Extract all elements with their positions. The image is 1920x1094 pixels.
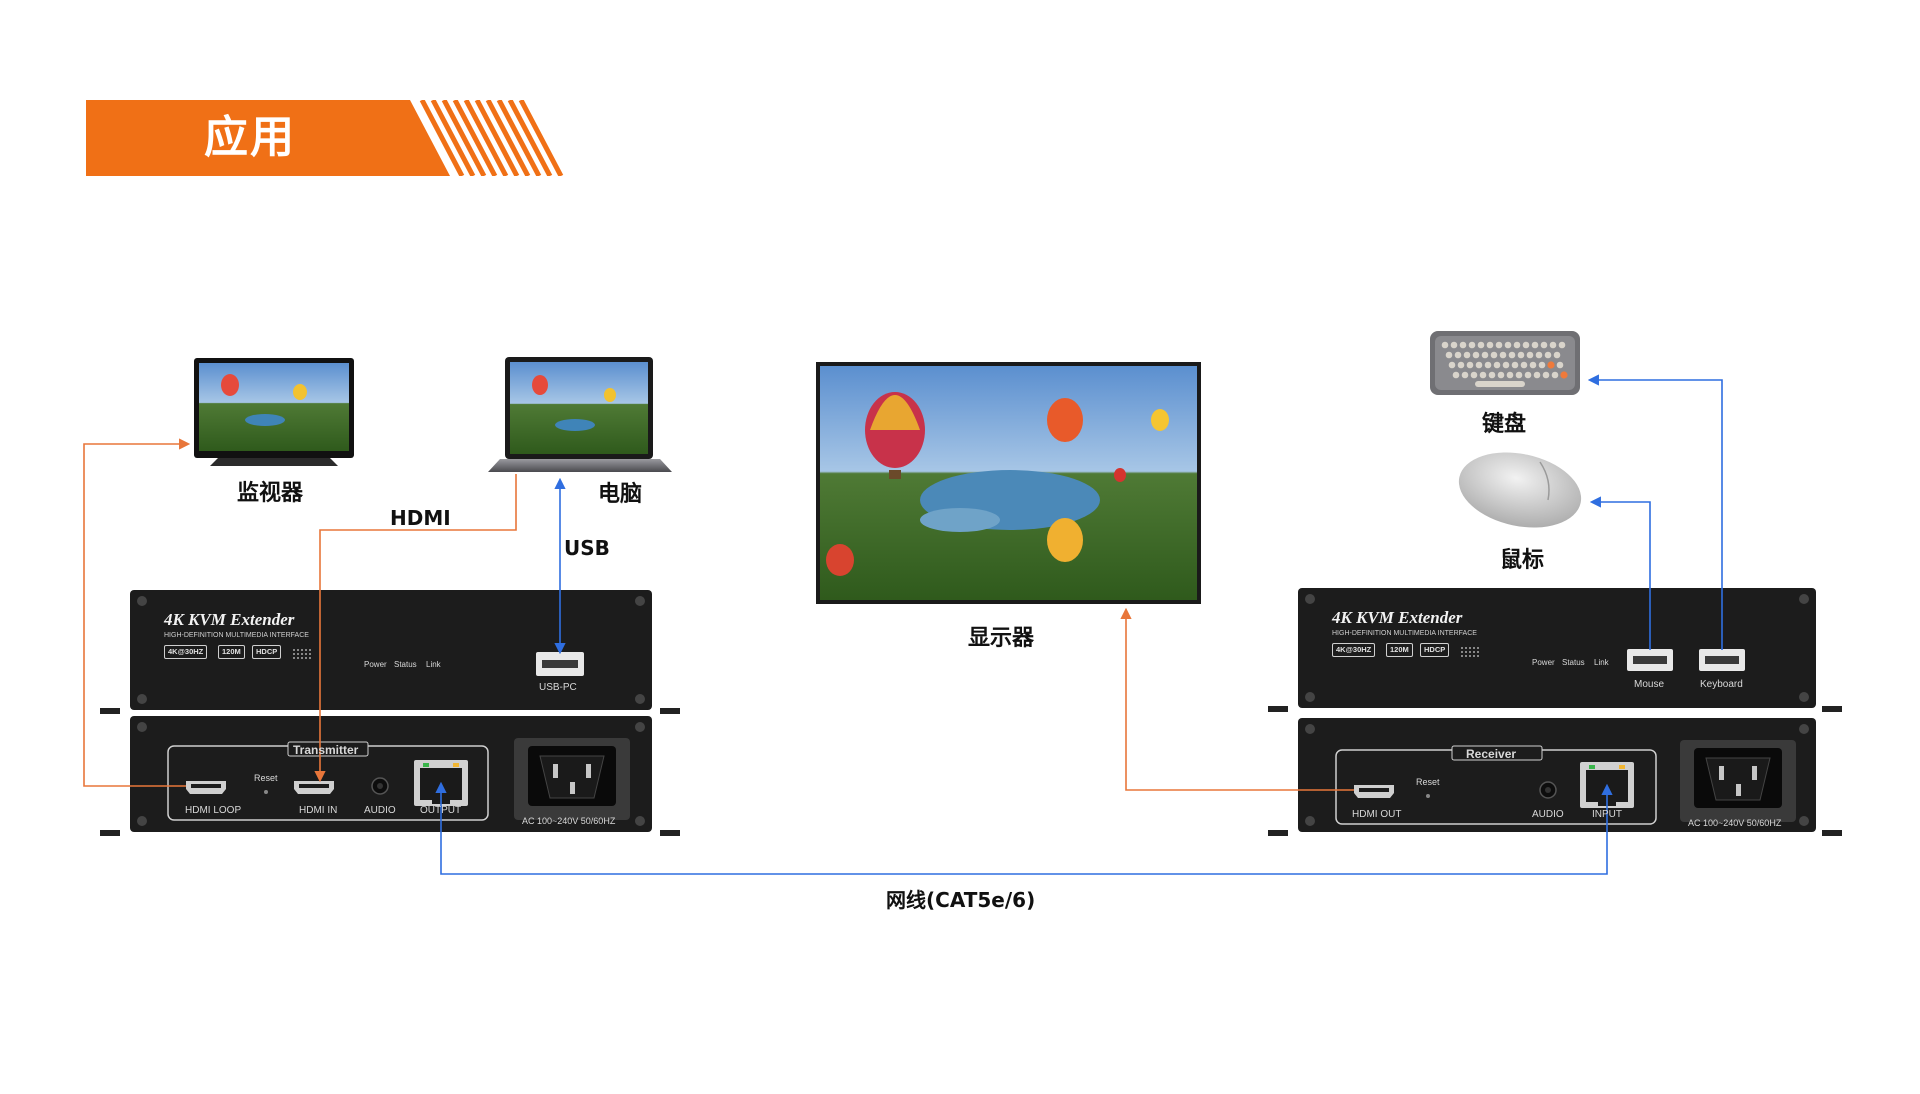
transmitter-subtitle: HIGH-DEFINITION MULTIMEDIA INTERFACE [164, 632, 309, 639]
receiver-mouse-port-label: Mouse [1634, 679, 1665, 690]
monitor-device [194, 358, 354, 466]
page-title: 应用 [204, 112, 296, 163]
transmitter-chip-resolution: 4K@30HZ [164, 645, 208, 659]
receiver-front-panel [1268, 588, 1842, 712]
network-cable-label: 网线(CAT5e/6) [886, 888, 1036, 912]
transmitter-indicator-link: Link [426, 660, 441, 669]
transmitter-audio-label: AUDIO [364, 805, 396, 816]
receiver-chip-distance: 120M [1386, 643, 1413, 657]
usb-label: USB [564, 536, 610, 560]
transmitter-chip-hdcp: HDCP [252, 645, 282, 659]
transmitter-brand: 4K KVM Extender [164, 610, 295, 629]
receiver-hdmi-out-label: HDMI OUT [1352, 809, 1402, 820]
receiver-chip-hdcp: HDCP [1420, 643, 1450, 657]
section-banner: 应用 [86, 100, 566, 176]
hdmi-out-line [1120, 607, 1354, 791]
transmitter-front-panel [100, 590, 680, 714]
receiver-indicator-power: Power [1532, 658, 1555, 667]
display-label: 显示器 [968, 626, 1035, 651]
receiver-chip-resolution: 4K@30HZ [1332, 643, 1376, 657]
laptop-device [488, 357, 672, 472]
transmitter-power-label: AC 100~240V 50/60HZ [522, 816, 616, 826]
receiver-audio-label: AUDIO [1532, 809, 1564, 820]
keyboard-device [1430, 331, 1580, 395]
banner-shape [86, 100, 564, 176]
mouse-usb-line [1589, 496, 1651, 650]
transmitter-hdmi-in-label: HDMI IN [299, 805, 338, 816]
mouse-label: 鼠标 [1500, 548, 1545, 573]
network-cable-line [435, 781, 1613, 875]
receiver-power-label: AC 100~240V 50/60HZ [1688, 818, 1782, 828]
hdmi-label: HDMI [390, 506, 451, 530]
transmitter-reset-label: Reset [254, 773, 278, 783]
receiver-indicator-status: Status [1562, 658, 1585, 667]
receiver-brand: 4K KVM Extender [1332, 608, 1463, 627]
hdmi-in-line [314, 474, 517, 783]
receiver-input-label: INPUT [1592, 809, 1622, 820]
transmitter-panel-title: Transmitter [293, 743, 359, 757]
monitor-label: 监视器 [237, 481, 304, 506]
transmitter-output-label: OUTPUT [420, 805, 462, 816]
receiver-keyboard-port-label: Keyboard [1700, 679, 1743, 690]
transmitter-indicator-status: Status [394, 660, 417, 669]
keyboard-usb-line [1587, 374, 1723, 650]
hdmi-loop-line [83, 438, 191, 787]
display-device [816, 362, 1201, 604]
computer-label: 电脑 [598, 482, 643, 507]
receiver-back-panel [1268, 718, 1842, 836]
receiver-panel-title: Receiver [1466, 747, 1517, 761]
receiver-indicator-link: Link [1594, 658, 1609, 667]
receiver-subtitle: HIGH-DEFINITION MULTIMEDIA INTERFACE [1332, 630, 1477, 637]
mouse-device [1458, 452, 1582, 528]
receiver-reset-label: Reset [1416, 777, 1440, 787]
transmitter-usb-pc-label: USB-PC [539, 682, 577, 693]
keyboard-label: 键盘 [1482, 412, 1527, 437]
transmitter-hdmi-loop-label: HDMI LOOP [185, 805, 242, 816]
transmitter-indicator-power: Power [364, 660, 387, 669]
transmitter-chip-distance: 120M [218, 645, 245, 659]
